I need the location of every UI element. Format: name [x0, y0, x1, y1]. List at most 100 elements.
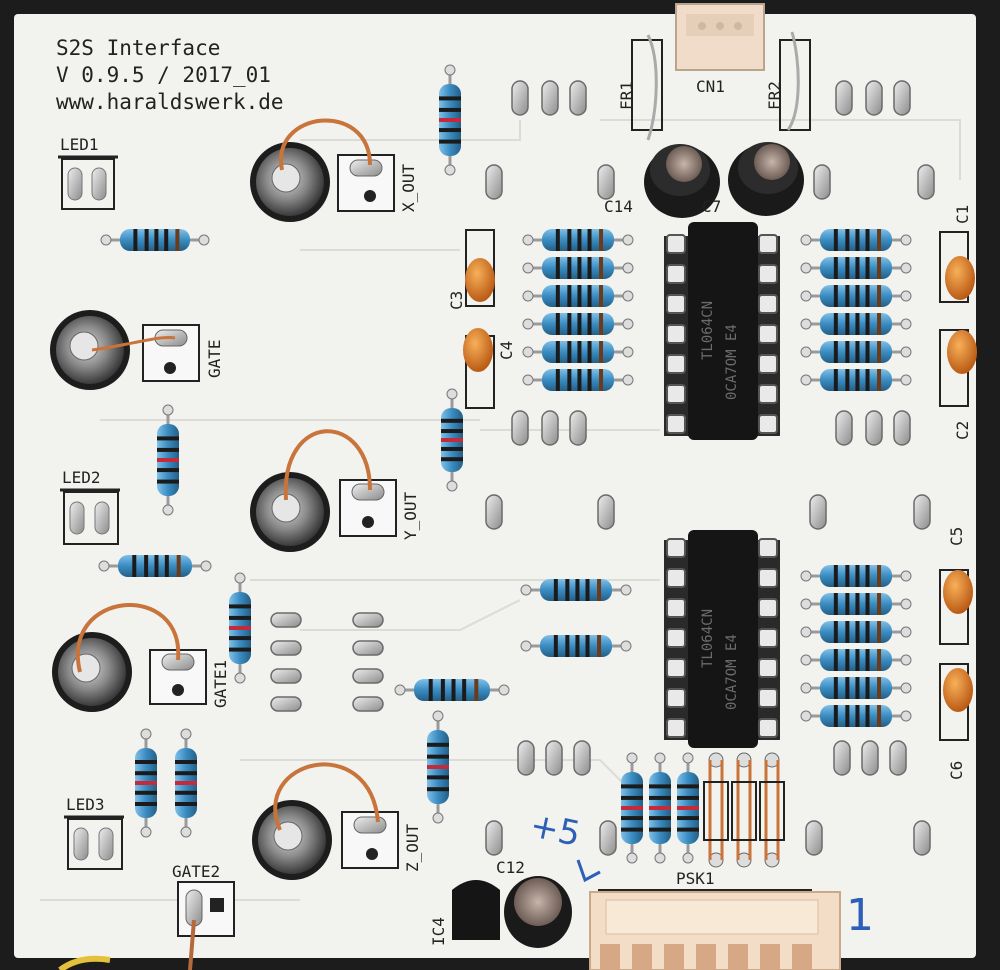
psk1-connector: PSK1: [589, 869, 841, 970]
capacitor-c4: C4: [463, 328, 516, 409]
capacitor-c5: C5: [939, 527, 973, 645]
solder-pad: [270, 612, 302, 628]
solder-pad: [889, 740, 907, 776]
svg-text:GATE: GATE: [205, 339, 224, 378]
ic-pin: [758, 598, 778, 618]
solder-pad: [541, 410, 559, 446]
resistor-left-column: [522, 257, 634, 279]
solder-pad: [805, 820, 823, 856]
ic-pin: [666, 688, 686, 708]
resistor-right-column: [800, 313, 912, 335]
solder-pad: [485, 820, 503, 856]
jack-gate: GATE: [50, 310, 224, 390]
solder-pad: [597, 494, 615, 530]
solder-pad: [835, 80, 853, 116]
svg-text:C3: C3: [447, 291, 466, 310]
svg-text:LED2: LED2: [62, 468, 101, 487]
svg-text:CN1: CN1: [696, 77, 725, 96]
resistor-left-column: [522, 369, 634, 391]
resistor-right-column: [800, 369, 912, 391]
svg-text:X_OUT: X_OUT: [399, 163, 418, 212]
solder-pad: [893, 410, 911, 446]
svg-text:Z_OUT: Z_OUT: [403, 823, 422, 872]
resistor-v5: [135, 728, 157, 838]
ic-pin: [758, 234, 778, 254]
capacitor-c3: C3: [447, 229, 495, 310]
resistor-v1: [439, 64, 461, 176]
solder-pad: [569, 410, 587, 446]
resistor-right-column: [800, 341, 912, 363]
resistor-r3: [520, 579, 632, 601]
resistor-v2: [441, 388, 463, 492]
svg-text:C7: C7: [702, 197, 721, 216]
capacitor-c1: C1: [939, 205, 975, 303]
ic-pin: [666, 718, 686, 738]
jack-z-out: Z_OUT: [252, 762, 422, 880]
gate2-footprint: GATE2: [172, 862, 235, 970]
svg-text:C4: C4: [497, 341, 516, 360]
svg-text:C2: C2: [953, 421, 972, 440]
handwritten-arrow: [576, 859, 601, 883]
ic-pin: [758, 718, 778, 738]
jack-x-out: X_OUT: [250, 118, 418, 222]
ic-pin: [666, 384, 686, 404]
resistor-r4: [520, 635, 632, 657]
ic-pin: [666, 354, 686, 374]
pads: [270, 80, 935, 868]
svg-text:FR1: FR1: [617, 81, 636, 110]
svg-text:PSK1: PSK1: [676, 869, 715, 888]
copper-resistor: [731, 752, 757, 868]
solder-pad: [545, 740, 563, 776]
svg-text:C1: C1: [953, 205, 972, 224]
solder-pad: [809, 494, 827, 530]
solder-pad: [865, 410, 883, 446]
solder-pad: [352, 640, 384, 656]
resistor-v8: [621, 752, 643, 864]
solder-pad: [865, 80, 883, 116]
svg-text:0CA7OM E4: 0CA7OM E4: [724, 634, 740, 710]
resistor-right-column: [800, 229, 912, 251]
svg-text:0CA7OM E4: 0CA7OM E4: [724, 324, 740, 400]
ic-pin: [758, 354, 778, 374]
capacitor-c12: C12: [496, 858, 572, 948]
yellow-wire: [58, 955, 111, 970]
resistor-right-column: [800, 257, 912, 279]
ic-pin: [666, 264, 686, 284]
board-title-line3: www.haraldswerk.de: [56, 90, 284, 114]
solder-pad: [485, 494, 503, 530]
svg-text:FR2: FR2: [765, 81, 784, 110]
resistor-right-column: [800, 285, 912, 307]
fr2-jumper: FR2: [765, 31, 811, 131]
ic-pin: [758, 384, 778, 404]
solder-pad: [913, 494, 931, 530]
resistor-right-column-lower: [800, 649, 912, 671]
led1-footprint: LED1: [58, 135, 118, 210]
pcb-traces: [40, 119, 961, 901]
ic-pin: [666, 324, 686, 344]
resistor-v7: [427, 710, 449, 824]
handwritten-one: 1: [846, 890, 874, 941]
ic-pin: [758, 658, 778, 678]
resistor-v10: [677, 752, 699, 864]
solder-pad: [541, 80, 559, 116]
svg-text:Y_OUT: Y_OUT: [401, 491, 420, 540]
solder-pad: [835, 410, 853, 446]
ic-pin: [758, 688, 778, 708]
ic-pin: [666, 538, 686, 558]
resistor-right-column-lower: [800, 621, 912, 643]
resistor-right-column-lower: [800, 565, 912, 587]
led2-footprint: LED2: [60, 468, 120, 545]
resistor-r1: [100, 229, 210, 251]
resistor-v9: [649, 752, 671, 864]
solder-pad: [833, 740, 851, 776]
solder-pad: [511, 80, 529, 116]
solder-pad: [813, 164, 831, 200]
ic-pin: [758, 628, 778, 648]
resistor-left-column: [522, 313, 634, 335]
solder-pad: [485, 164, 503, 200]
ic-pin: [666, 658, 686, 678]
solder-pad: [270, 696, 302, 712]
board-title-line1: S2S Interface: [56, 36, 220, 60]
ic-pin: [758, 294, 778, 314]
